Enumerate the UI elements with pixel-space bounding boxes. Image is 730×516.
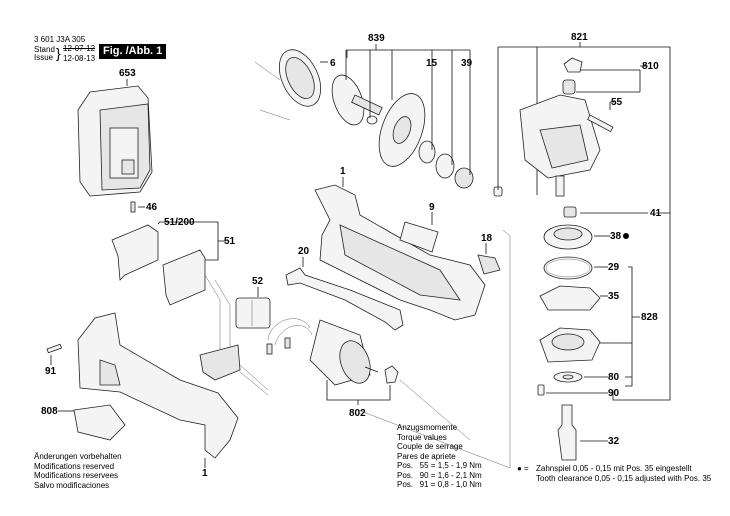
battery-pack-653 [77, 79, 153, 197]
callout-32: 32 [608, 436, 620, 447]
issue-label: Issue [34, 53, 54, 62]
callout-51-200: 51/200 [164, 217, 195, 228]
callout-52: 52 [252, 276, 264, 287]
legend-symbol: ● = [517, 464, 529, 473]
callout-828: 828 [641, 312, 658, 323]
callout-1-lower: 1 [202, 468, 208, 479]
brace: } [56, 45, 61, 61]
switch-assembly-51 [111, 201, 269, 396]
callout-55: 55 [611, 97, 623, 108]
callout-41: 41 [650, 208, 662, 219]
torque-line: Torque values [397, 432, 447, 442]
torque-line: Pos. 90 = 1,6 - 2,1 Nm [397, 470, 482, 480]
callout-38: 38 [610, 231, 622, 242]
motor-802 [266, 318, 471, 441]
callout-35: 35 [608, 291, 620, 302]
spindle-stack [537, 205, 671, 461]
callout-80: 80 [608, 372, 620, 383]
gear-assembly-839 [331, 44, 503, 197]
torque-line: Anzugsmomente [397, 423, 458, 432]
modifications-note: Änderungen vorbehalten Modifications res… [34, 452, 122, 490]
callout-808: 808 [41, 406, 58, 417]
callout-802: 802 [349, 408, 366, 419]
callout-1-upper: 1 [340, 166, 346, 177]
torque-line: Pares de apriete [397, 451, 456, 461]
housing-half-1-lower [46, 312, 239, 468]
issue-date: 12-08-13 [63, 54, 96, 63]
gear-head-housing-821 [497, 42, 671, 205]
callout-15: 15 [426, 58, 438, 69]
housing-half-1-upper [314, 177, 511, 469]
torque-line: Pos. 55 = 1,5 - 1,9 Nm [397, 461, 482, 470]
callout-9: 9 [429, 202, 435, 213]
callout-39: 39 [461, 58, 473, 69]
old-date: 12-07-12 [63, 44, 96, 53]
clearance-dot-icon [623, 233, 629, 239]
callout-29: 29 [608, 262, 620, 273]
note-line: Modifications reserved [34, 461, 115, 471]
legend-line: Zahnspiel 0,05 - 0,15 mit Pos. 35 einges… [536, 464, 692, 473]
torque-line: Pos. 91 = 0,8 - 1,0 Nm [397, 480, 482, 489]
torque-values-note: Anzugsmomente Torque values Couple de se… [397, 423, 482, 490]
callout-90: 90 [608, 388, 620, 399]
legend-text: Zahnspiel 0,05 - 0,15 mit Pos. 35 einges… [536, 464, 711, 483]
figure-badge: Fig. /Abb. 1 [99, 44, 167, 59]
legend-line: Tooth clearance 0,05 - 0,15 adjusted wit… [536, 473, 712, 483]
callout-839: 839 [368, 33, 385, 44]
part-6 [254, 49, 328, 121]
callout-46: 46 [146, 202, 158, 213]
stand-label: Stand [34, 45, 55, 54]
note-line: Änderungen vorbehalten [34, 452, 122, 461]
torque-line: Couple de serrage [397, 442, 463, 451]
part-number: 3 601 J3A 305 [34, 35, 86, 44]
callout-653: 653 [119, 68, 136, 79]
callout-810: 810 [642, 61, 659, 72]
callout-91: 91 [45, 366, 57, 377]
part-20 [285, 257, 404, 331]
callout-20: 20 [298, 246, 310, 257]
note-line: Salvo modificaciones [34, 480, 110, 490]
note-line: Modifications reservees [34, 471, 119, 480]
callout-821: 821 [571, 32, 588, 43]
callout-51: 51 [224, 236, 236, 247]
callout-18: 18 [481, 233, 493, 244]
part-52 [235, 287, 271, 329]
callout-6: 6 [330, 58, 336, 69]
